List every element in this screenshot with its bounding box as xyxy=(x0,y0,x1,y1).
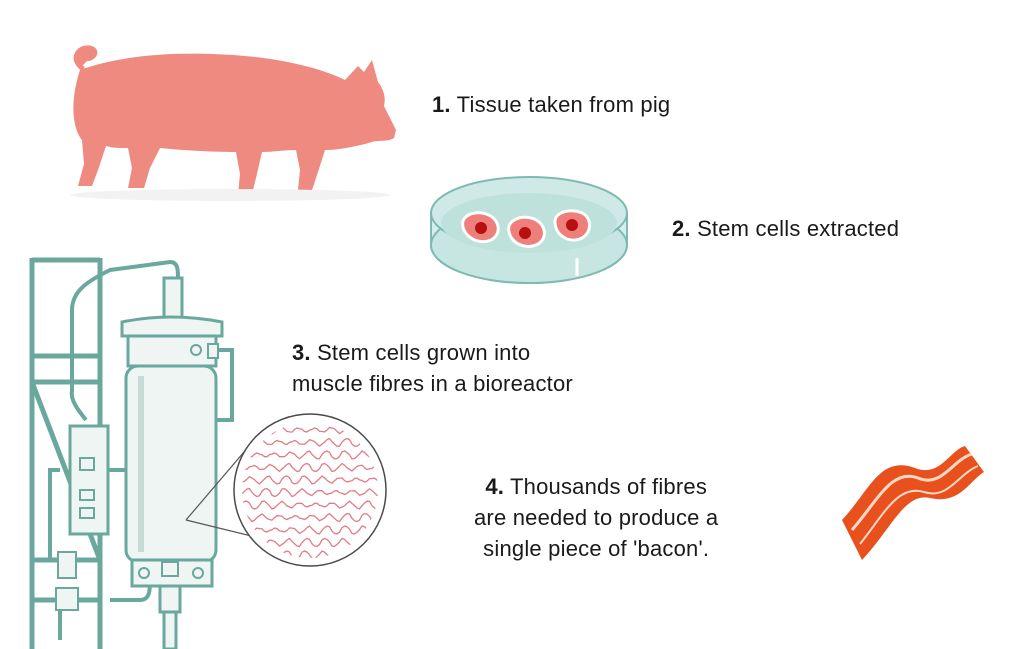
stem-cell xyxy=(553,209,591,242)
step-3-text-line-2: muscle fibres in a bioreactor xyxy=(292,371,573,396)
bioreactor-icon xyxy=(29,257,387,649)
step-4-text-line-3: single piece of 'bacon'. xyxy=(483,536,710,561)
step-3-label: 3. Stem cells grown into muscle fibres i… xyxy=(292,337,573,399)
step-4-text-line-1: Thousands of fibres xyxy=(510,474,708,499)
step-1-label: 1. Tissue taken from pig xyxy=(432,89,670,120)
step-1-text: Tissue taken from pig xyxy=(456,92,671,117)
muscle-fibre xyxy=(242,450,378,460)
stem-cell xyxy=(461,211,500,243)
step-2-label: 2. Stem cells extracted xyxy=(672,213,899,244)
step-4-number: 4. xyxy=(485,474,505,499)
pig-icon xyxy=(70,45,397,201)
bacon-icon xyxy=(842,446,984,560)
step-3-text-line-1: Stem cells grown into xyxy=(317,340,531,365)
muscle-fibre xyxy=(242,475,378,485)
step-4-label: 4. Thousands of fibres are needed to pro… xyxy=(474,471,718,564)
muscle-fibre xyxy=(242,525,378,535)
muscle-fibre xyxy=(242,487,378,498)
muscle-fibre xyxy=(242,512,378,523)
petri-dish-icon xyxy=(430,176,628,284)
step-1-number: 1. xyxy=(432,92,451,117)
step-2-text: Stem cells extracted xyxy=(697,216,900,241)
muscle-fibre xyxy=(242,462,378,473)
reactor-tubes xyxy=(48,259,234,640)
step-3-number: 3. xyxy=(292,340,311,365)
step-2-number: 2. xyxy=(672,216,691,241)
muscle-fibre-zoom xyxy=(233,413,387,567)
stem-cell xyxy=(507,215,546,248)
muscle-fibre xyxy=(242,500,378,510)
step-4-text-line-2: are needed to produce a xyxy=(474,505,719,530)
